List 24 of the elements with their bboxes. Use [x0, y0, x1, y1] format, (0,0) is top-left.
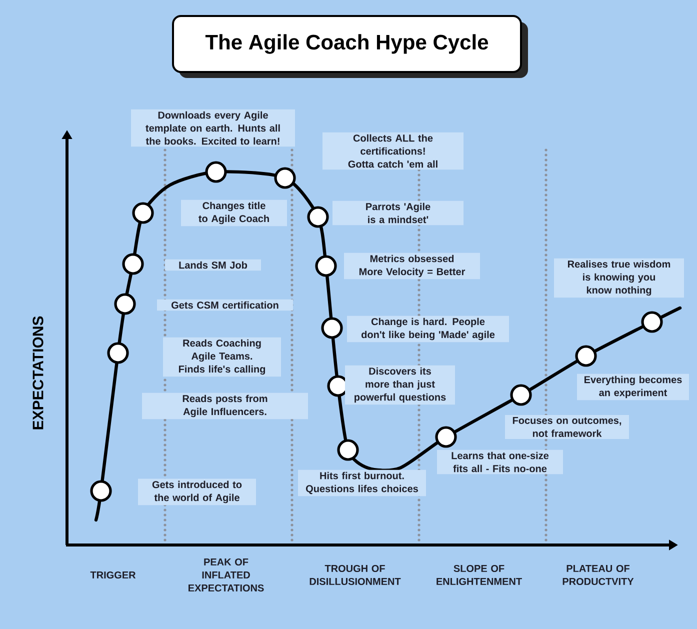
annotation-box: Gets introduced to the world of Agile [138, 478, 256, 506]
annotation-box: Hits first burnout. Questions lifes choices [298, 470, 426, 496]
annotation-box: Changes title to Agile Coach [181, 200, 287, 226]
annotation-box: Metrics obsessed More Velocity = Better [344, 252, 480, 280]
annotation-box: Change is hard. People don't like being 'Made' agile [347, 316, 509, 342]
phase-label: PLATEAU OF PRODUCTVITY [562, 564, 634, 586]
annotation-box: Downloads every Agile template on earth. Hunts all the books. Excited to learn! [131, 109, 295, 147]
annotation-box: Everything becomes an experiment [577, 374, 689, 400]
annotation-box: Reads posts from Agile Influencers. [142, 392, 308, 420]
annotation-box: Collects ALL the certifications! Gotta catch 'em all [322, 132, 464, 170]
phase-label: TRIGGER [90, 571, 136, 579]
axis-title: EXPECTATIONS [32, 316, 44, 430]
phase-label: TROUGH OF DISILLUSIONMENT [310, 564, 401, 586]
annotation-box: Realises true wisdom is knowing you know nothing [554, 258, 684, 298]
phase-label: PEAK OF INFLATED EXPECTATIONS [188, 558, 264, 592]
annotation-box: Focuses on outcomes, not framework [505, 415, 629, 439]
annotation-box: Reads Coaching Agile Teams. Finds life's calling [163, 337, 281, 377]
phase-label: SLOPE OF ENLIGHTENMENT [436, 564, 522, 586]
annotation-box: Parrots 'Agile is a mindset' [332, 200, 464, 226]
annotation-box: Discovers its more than just powerful questions [345, 365, 455, 405]
annotation-box: Learns that one-size fits all - Fits no-one [437, 450, 563, 474]
annotation-box: Gets CSM certification [157, 299, 293, 311]
title-box: The Agile Coach Hype Cycle [172, 15, 528, 78]
annotation-box: Lands SM Job [165, 259, 261, 271]
